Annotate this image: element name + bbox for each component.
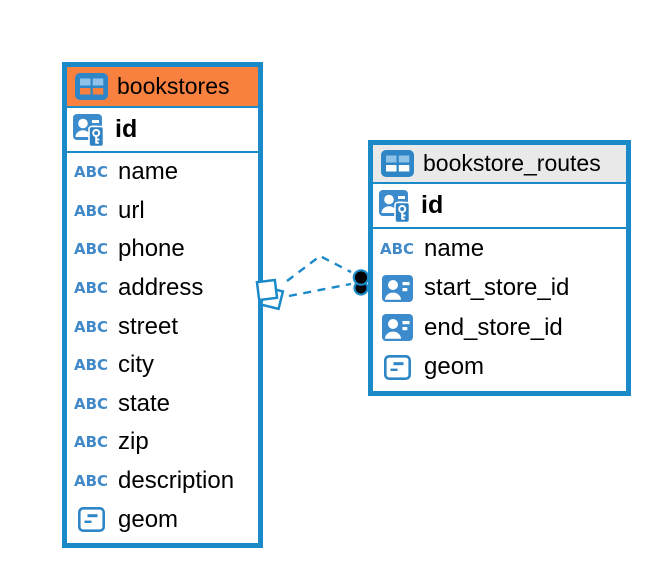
column-name: geom	[118, 505, 179, 533]
text-type-icon: ABC	[379, 239, 415, 258]
column-row[interactable]: start_store_id	[373, 269, 626, 309]
column-name: id	[421, 191, 444, 219]
column-name: zip	[118, 428, 149, 456]
column-row[interactable]: end_store_id	[373, 308, 626, 348]
column-row-pk[interactable]: id	[67, 108, 258, 153]
column-name: id	[115, 115, 138, 143]
column-row[interactable]: ABC street	[67, 307, 258, 346]
text-type-icon: ABC	[73, 317, 109, 336]
column-row-pk[interactable]: id	[373, 184, 626, 229]
relationship-line[interactable]	[286, 254, 352, 282]
column-row[interactable]: ABC url	[67, 192, 258, 231]
geometry-type-icon	[380, 354, 414, 380]
column-row[interactable]: ABC name	[67, 153, 258, 192]
text-type-icon: ABC	[73, 433, 109, 452]
text-type-icon: ABC	[73, 279, 109, 298]
text-type-icon: ABC	[73, 240, 109, 259]
entity-table-bookstores[interactable]: bookstores id ABC name ABC url ABC	[62, 62, 263, 548]
table-icon	[380, 150, 414, 177]
column-row[interactable]: ABC phone	[67, 230, 258, 269]
text-type-icon: ABC	[73, 394, 109, 413]
column-name: start_store_id	[424, 274, 570, 302]
reference-icon	[380, 274, 414, 302]
column-row[interactable]: ABC address	[67, 269, 258, 308]
geometry-type-icon	[74, 507, 108, 533]
column-name: city	[118, 351, 154, 379]
column-name: description	[118, 467, 235, 495]
column-row[interactable]: ABC city	[67, 346, 258, 385]
text-type-icon: ABC	[73, 163, 109, 182]
reference-icon	[380, 314, 414, 342]
table-title: bookstores	[117, 73, 230, 99]
table-title: bookstore_routes	[423, 150, 601, 176]
table-icon	[74, 73, 108, 100]
column-row[interactable]: geom	[373, 348, 626, 388]
column-name: url	[118, 196, 145, 224]
text-type-icon: ABC	[73, 201, 109, 220]
entity-table-bookstore-routes[interactable]: bookstore_routes id ABC name	[368, 140, 631, 396]
text-type-icon: ABC	[73, 472, 109, 491]
relationship-diamond-marker[interactable]	[255, 278, 285, 311]
column-name: end_store_id	[424, 313, 563, 341]
column-name: phone	[118, 235, 185, 263]
relationship-dot-marker[interactable]	[352, 269, 370, 296]
column-name: street	[118, 312, 179, 340]
primary-key-icon	[73, 113, 107, 147]
column-name: state	[118, 389, 171, 417]
column-name: name	[118, 158, 179, 186]
column-name: name	[424, 234, 485, 262]
table-header-bookstores[interactable]: bookstores	[67, 67, 258, 108]
column-name: address	[118, 274, 204, 302]
primary-key-icon	[379, 189, 413, 223]
column-row[interactable]: ABC description	[67, 462, 258, 501]
column-row[interactable]: ABC zip	[67, 423, 258, 462]
column-name: geom	[424, 353, 485, 381]
column-row[interactable]: geom	[67, 500, 258, 539]
text-type-icon: ABC	[73, 356, 109, 375]
column-row[interactable]: ABC state	[67, 385, 258, 424]
relationship-line[interactable]	[288, 282, 352, 298]
table-header-bookstore-routes[interactable]: bookstore_routes	[373, 145, 626, 184]
column-row[interactable]: ABC name	[373, 229, 626, 269]
